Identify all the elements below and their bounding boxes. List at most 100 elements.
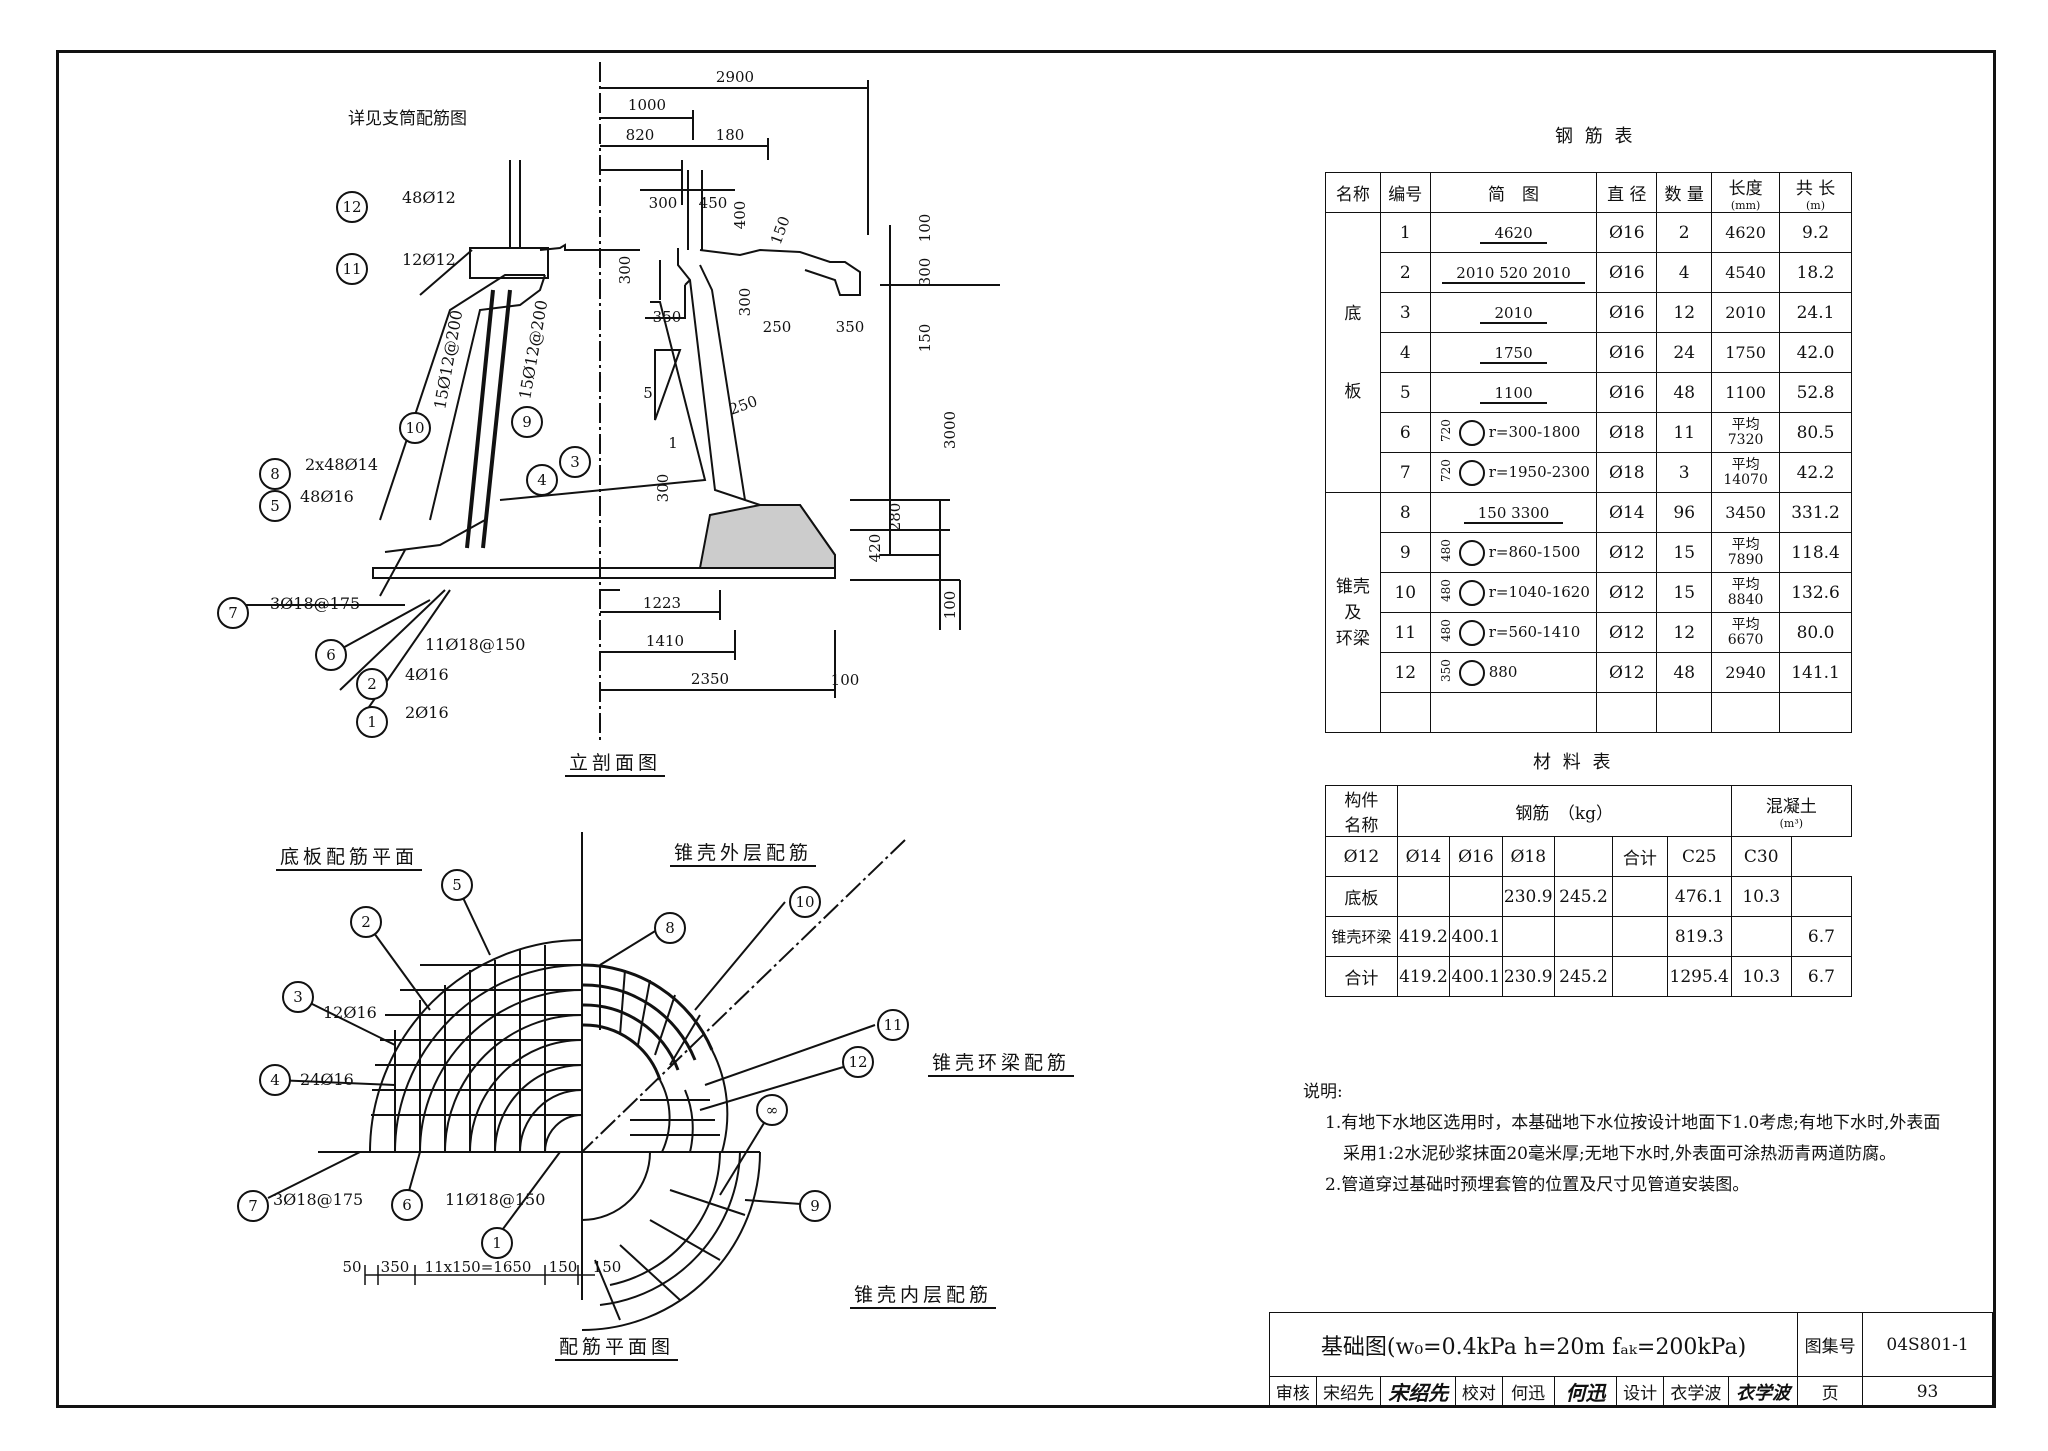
plan-callout-11: 11 bbox=[883, 1016, 902, 1034]
material-cell: 476.1 bbox=[1666, 876, 1732, 917]
rebar-total: 24.1 bbox=[1779, 292, 1852, 333]
page-label: 页 bbox=[1797, 1376, 1864, 1407]
rebar-sketch: 4620 bbox=[1429, 212, 1598, 253]
material-cell: 400.1 bbox=[1449, 956, 1503, 997]
rebar-length: 4620 bbox=[1711, 212, 1781, 253]
rebar-quantity: 11 bbox=[1656, 412, 1713, 453]
notes-heading: 说明: bbox=[1303, 1082, 1343, 1102]
rebar-no: 12 bbox=[1379, 652, 1431, 693]
plan-dim-1650: 11x150=1650 bbox=[425, 1258, 532, 1276]
plan-callout-10: 10 bbox=[795, 893, 814, 911]
dim-350a: 350 bbox=[836, 318, 865, 336]
plan-callout-6-text: 11Ø18@150 bbox=[445, 1190, 545, 1209]
rebar-no: 1 bbox=[1379, 212, 1431, 253]
callout-8-text: 2x48Ø14 bbox=[305, 455, 378, 474]
atlas-label: 图集号 bbox=[1797, 1312, 1864, 1377]
rebar-total: 331.2 bbox=[1779, 492, 1852, 533]
rebar-length: 平均 8840 bbox=[1711, 572, 1781, 613]
drawing-title: 基础图(w₀=0.4kPa h=20m fₐₖ=200kPa) bbox=[1268, 1312, 1799, 1377]
rebar-quantity: 15 bbox=[1656, 532, 1713, 573]
atlas-no: 04S801-1 bbox=[1862, 1312, 1993, 1377]
material-cell bbox=[1501, 916, 1555, 957]
rebar-header-total: 共 长(m) bbox=[1779, 172, 1852, 213]
dim-280: 280 bbox=[886, 503, 904, 532]
mark-5: 5 bbox=[643, 384, 653, 402]
callout-5-text: 48Ø16 bbox=[300, 487, 354, 506]
material-header-row: 构件名称 钢筋 （kg） 混凝土(m³) bbox=[1325, 785, 1853, 837]
plan-callout-inf: ∞ bbox=[766, 1101, 779, 1119]
plan-callout-1: 1 bbox=[492, 1234, 502, 1252]
callout-2: 2 bbox=[367, 675, 377, 693]
plan-callout-7-text: 3Ø18@175 bbox=[273, 1190, 363, 1209]
sketch-dim: 720 bbox=[1438, 458, 1453, 482]
rebar-quantity: 15 bbox=[1656, 572, 1713, 613]
dim-450: 450 bbox=[699, 194, 728, 212]
material-component-header: 构件名称 bbox=[1325, 785, 1398, 837]
sketch-label: r=860-1500 bbox=[1488, 542, 1581, 561]
rebar-no: 3 bbox=[1379, 292, 1431, 333]
material-cell: 1295.4 bbox=[1666, 956, 1732, 997]
plan-callout-8: 8 bbox=[665, 919, 675, 937]
rebar-quantity: 48 bbox=[1656, 372, 1713, 413]
dim-250a: 250 bbox=[763, 318, 792, 336]
dim-300c: 300 bbox=[616, 256, 634, 285]
material-cell bbox=[1790, 876, 1853, 917]
dim-1000: 1000 bbox=[628, 96, 666, 114]
dim-3000: 3000 bbox=[941, 411, 959, 449]
callout-7: 7 bbox=[228, 604, 238, 622]
empty-cell bbox=[1711, 692, 1781, 733]
mark-1: 1 bbox=[668, 434, 678, 452]
material-subheader bbox=[1553, 836, 1614, 877]
rebar-quantity: 12 bbox=[1656, 612, 1713, 653]
dim-300b: 300 bbox=[916, 258, 934, 287]
concrete-label: 混凝土 bbox=[1765, 797, 1817, 817]
rebar-diameter: Ø14 bbox=[1596, 492, 1658, 533]
rebar-diameter: Ø18 bbox=[1596, 412, 1658, 453]
material-row-name: 合计 bbox=[1325, 956, 1398, 997]
ring-icon bbox=[1458, 659, 1485, 686]
plan-dim-150a: 150 bbox=[549, 1258, 578, 1276]
rebar-no: 11 bbox=[1379, 612, 1431, 653]
rebar-diameter: Ø16 bbox=[1596, 332, 1658, 373]
rebar-quantity: 48 bbox=[1656, 652, 1713, 693]
dim-350b: 350 bbox=[653, 308, 682, 326]
rebar-total: 80.0 bbox=[1779, 612, 1852, 653]
ring-icon bbox=[1458, 459, 1485, 486]
callout-1-text: 2Ø16 bbox=[405, 703, 449, 722]
plan-outer-label: 锥壳外层配筋 bbox=[670, 838, 817, 867]
sketch-dim: 350 bbox=[1438, 658, 1453, 682]
rebar-sketch: 2010 bbox=[1429, 292, 1598, 333]
rebar-length: 2010 bbox=[1711, 292, 1781, 333]
empty-cell bbox=[1429, 692, 1598, 733]
rebar-length: 4540 bbox=[1711, 252, 1781, 293]
rebar-header: 简 图 bbox=[1429, 172, 1598, 213]
reviewer: 宋绍先 bbox=[1315, 1376, 1382, 1407]
rebar-diameter: Ø16 bbox=[1596, 372, 1658, 413]
plan-callout-2: 2 bbox=[361, 913, 371, 931]
checker: 何迅 bbox=[1501, 1376, 1555, 1407]
callout-1: 1 bbox=[367, 713, 377, 731]
material-cell: 419.2 bbox=[1396, 956, 1451, 997]
dim-1410: 1410 bbox=[646, 632, 684, 650]
component-name-label: 名称 bbox=[1344, 816, 1379, 836]
rebar-no: 10 bbox=[1379, 572, 1431, 613]
title-block: 基础图(w₀=0.4kPa h=20m fₐₖ=200kPa) 图集号 04S8… bbox=[1268, 1312, 1993, 1407]
material-subheader: Ø12 bbox=[1325, 836, 1398, 877]
notes: 说明: 1.有地下水地区选用时，本基础地下水位按设计地面下1.0考虑;有地下水时… bbox=[1303, 1077, 1940, 1201]
material-cell bbox=[1396, 876, 1451, 917]
dim-100a: 100 bbox=[916, 214, 934, 243]
material-cell: 245.2 bbox=[1553, 956, 1614, 997]
material-cell: 10.3 bbox=[1730, 876, 1792, 917]
rebar-diameter: Ø12 bbox=[1596, 652, 1658, 693]
sketch-label: 150 3300 bbox=[1463, 503, 1564, 524]
